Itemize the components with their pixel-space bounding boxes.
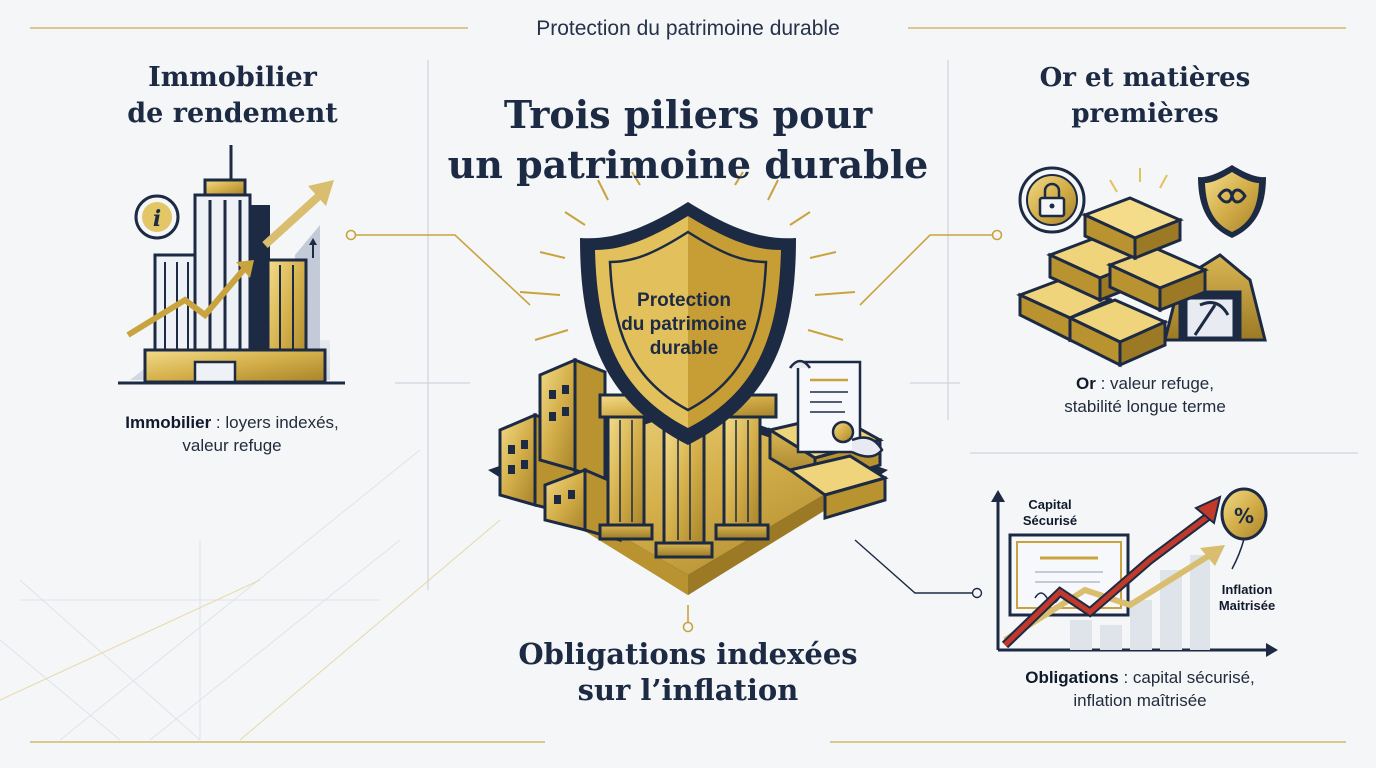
connector-bottom-right	[854, 539, 983, 599]
lock-icon	[1018, 166, 1086, 234]
shield-icon	[580, 202, 796, 445]
chart-label-inflation: Inflation Maitrisée	[1218, 582, 1276, 613]
central-illustration	[488, 171, 889, 595]
shield-label: Protection du patrimoine durable	[621, 290, 747, 359]
gold-illustration	[1016, 165, 1267, 368]
connector-right	[859, 229, 1003, 306]
sun-rays	[519, 171, 856, 341]
top-label: Protection du patrimoine durable	[536, 17, 840, 40]
bonds-title: Obligations indexées sur l’inflation	[518, 637, 858, 707]
svg-text:i: i	[153, 206, 161, 232]
chart-label-capital: Capital Sécurisé	[1022, 497, 1078, 528]
connector-bottom	[682, 605, 694, 633]
gold-description: Or : valeur refuge, stabilité longue ter…	[1064, 374, 1226, 416]
real-estate-title: Immobilier de rendement	[127, 62, 338, 129]
pickaxe-icon	[1193, 301, 1230, 336]
percent-balloon-icon: %	[1220, 487, 1268, 570]
infinity-shield-icon	[1198, 165, 1266, 238]
bonds-description: Obligations : capital sécurisé, inflatio…	[1025, 668, 1255, 710]
info-icon: i	[134, 194, 180, 240]
svg-text:%: %	[1234, 504, 1254, 528]
gold-title: Or et matières premières	[1039, 63, 1251, 129]
real-estate-illustration: i	[118, 145, 345, 385]
connector-left	[345, 229, 531, 306]
main-title: Trois piliers pour un patrimoine durable	[447, 92, 929, 187]
gold-bars-stack	[1016, 196, 1267, 368]
bond-chart-illustration: %	[991, 487, 1278, 657]
real-estate-description: Immobilier : loyers indexés, valeur refu…	[125, 413, 339, 455]
decorative-lines	[0, 449, 421, 741]
certificate-icon	[788, 359, 884, 458]
